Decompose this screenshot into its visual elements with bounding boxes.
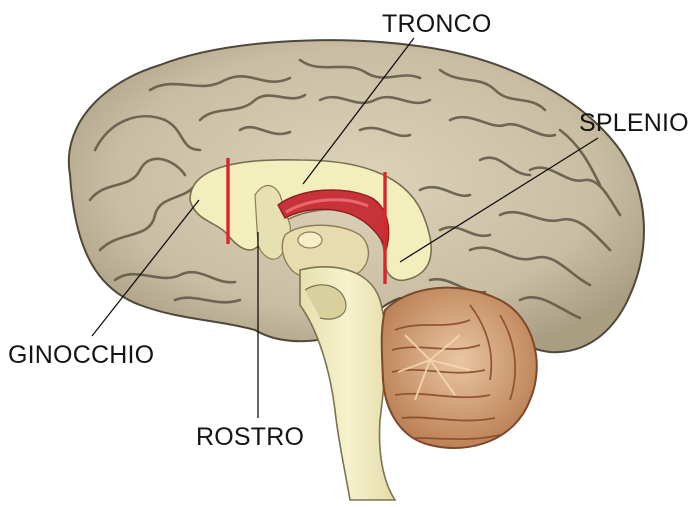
label-splenio: SPLENIO (579, 111, 689, 136)
cerebellum (382, 288, 537, 448)
label-ginocchio: GINOCCHIO (8, 343, 154, 368)
massa-intermedia (298, 232, 322, 248)
label-rostro: ROSTRO (196, 425, 304, 450)
label-tronco: TRONCO (382, 12, 492, 37)
